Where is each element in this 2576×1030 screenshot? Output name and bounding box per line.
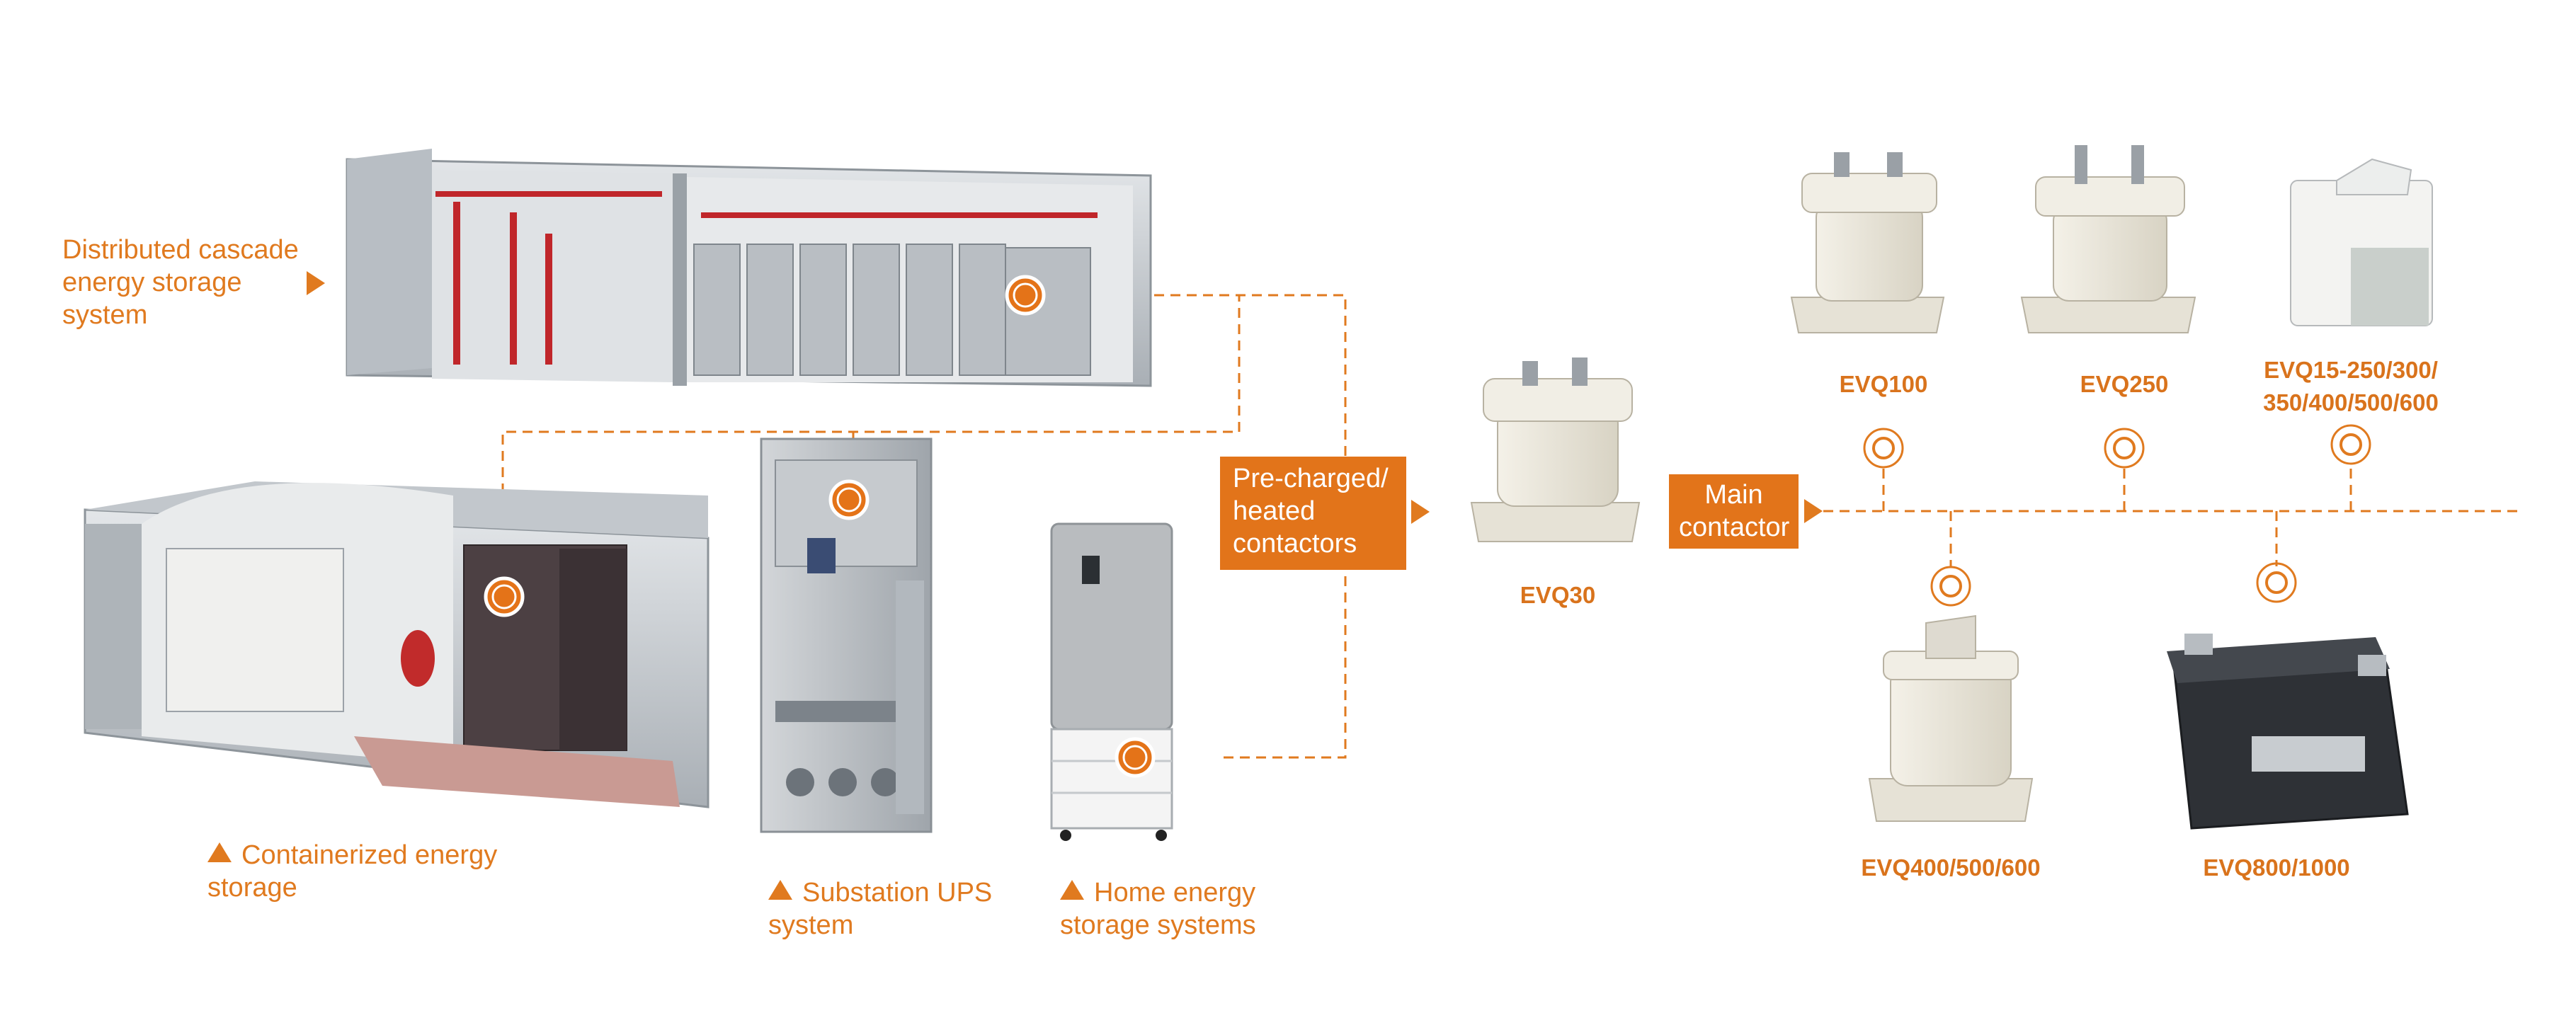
- triangle-right-arrow-icon: [1804, 499, 1823, 523]
- home-storage-illustration: [1050, 522, 1173, 841]
- triangle-right-arrow-icon: [307, 271, 325, 295]
- target-marker-icon: [484, 576, 525, 617]
- product-label-evq250: EVQ250: [2080, 371, 2169, 397]
- product-label-evq400: EVQ400/500/600: [1861, 854, 2041, 881]
- line-distributed: [1154, 294, 1347, 759]
- relay-evq800-illustration: [2167, 634, 2409, 830]
- relay-evq15-illustration: [2290, 158, 2433, 326]
- product-label-evq100: EVQ100: [1839, 371, 1928, 397]
- label-distributed-cascade: Distributed cascade energy storage syste…: [62, 235, 299, 330]
- target-marker-icon: [2330, 424, 2371, 465]
- label-containerized-storage: Containerized energy storage: [207, 840, 498, 903]
- product-label-evq800: EVQ800/1000: [2203, 854, 2350, 881]
- label-home-storage: Home energy storage systems: [1060, 878, 1256, 940]
- target-marker-icon: [2256, 562, 2297, 603]
- triangle-right-arrow-icon: [1411, 500, 1430, 524]
- target-marker-icon: [828, 479, 870, 520]
- target-marker-icon: [1005, 275, 1046, 316]
- triangle-up-marker-icon: [768, 880, 792, 900]
- triangle-up-marker-icon: [1060, 880, 1084, 900]
- box-precharged-contactors: Pre-charged/ heated contactors: [1220, 457, 1406, 570]
- containerized-storage-illustration: [84, 481, 709, 808]
- label-substation-ups: Substation UPS system: [768, 878, 993, 940]
- target-marker-icon: [1115, 737, 1156, 778]
- target-marker-icon: [1930, 566, 1971, 607]
- target-marker-icon: [1863, 428, 1904, 469]
- target-marker-icon: [2104, 428, 2145, 469]
- relay-evq400-illustration: [1868, 614, 2034, 822]
- relay-evq250-illustration: [2020, 145, 2196, 333]
- relay-evq100-illustration: [1790, 152, 1945, 333]
- product-label-evq30: EVQ30: [1520, 582, 1596, 608]
- box-main-contactor: Main contactor: [1669, 474, 1799, 549]
- triangle-up-marker-icon: [207, 842, 232, 862]
- distributed-container-illustration: [346, 149, 1152, 387]
- product-label-evq15: EVQ15-250/300/ 350/400/500/600: [2263, 357, 2439, 416]
- relay-evq30-illustration: [1470, 357, 1641, 542]
